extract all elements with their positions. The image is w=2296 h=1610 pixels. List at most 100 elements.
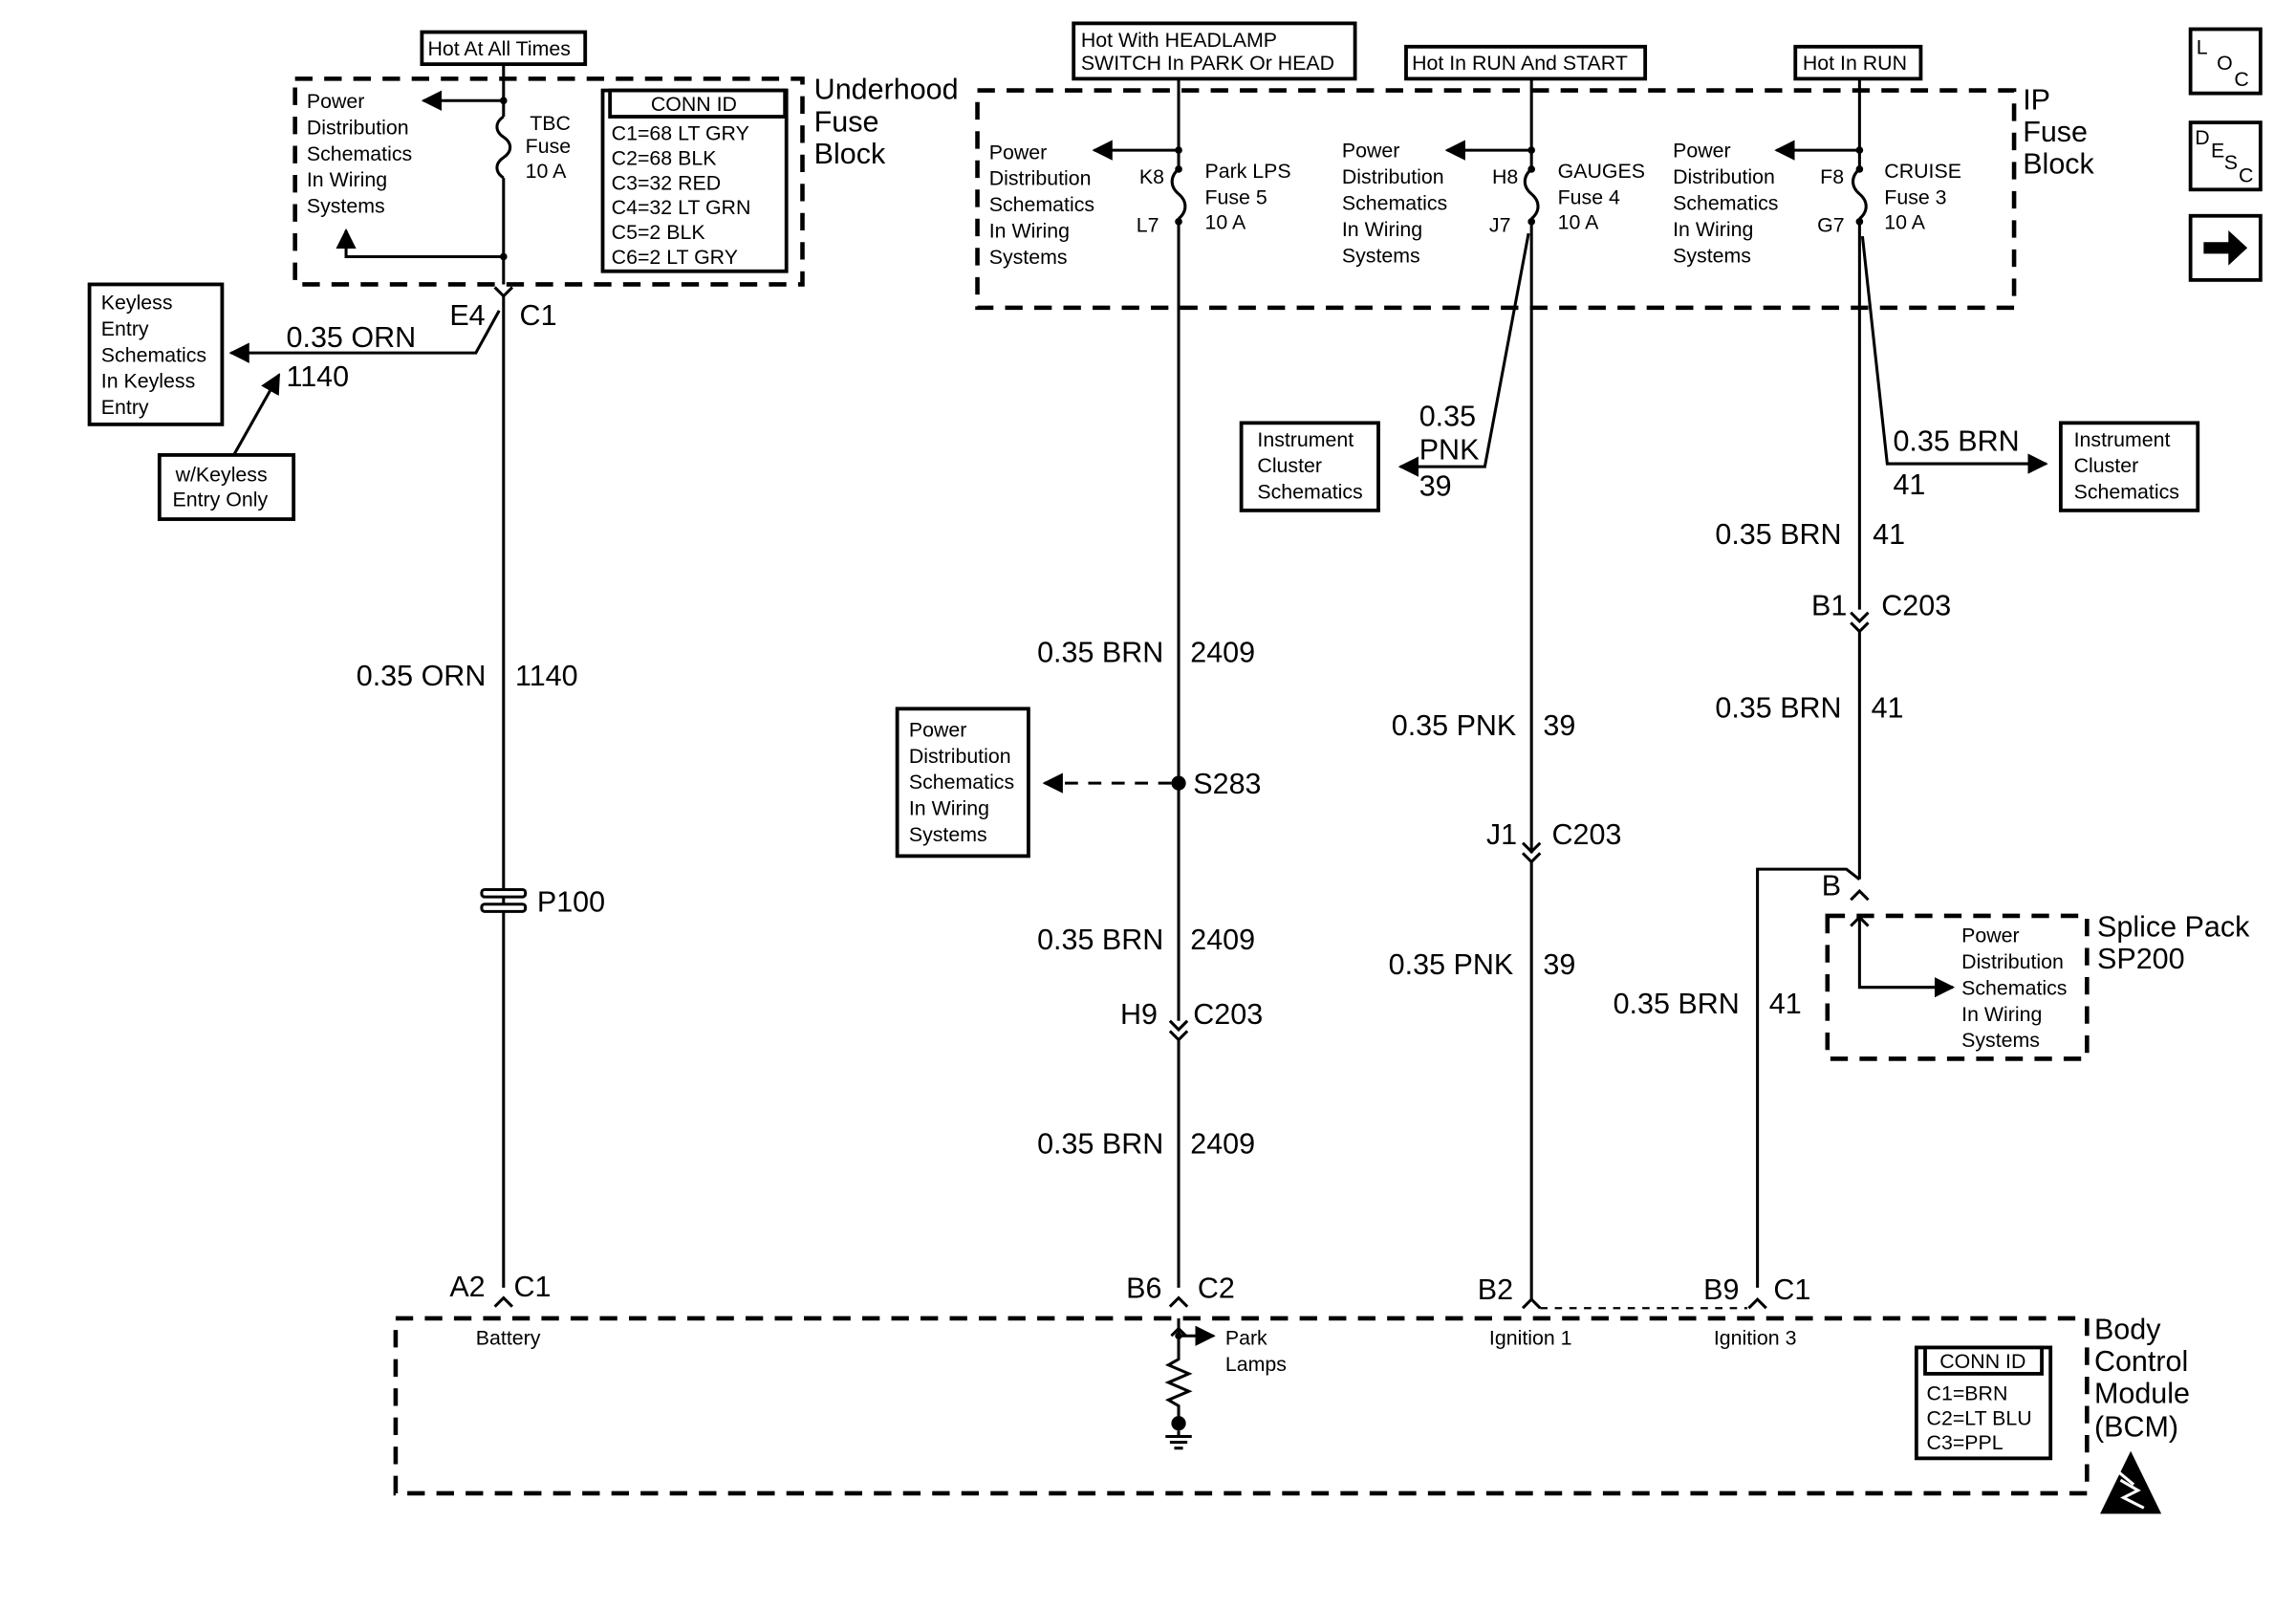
splice-pack-sp200-title: Splice Pack SP200 (2097, 910, 2250, 975)
pin-j1: J1 (1486, 818, 1517, 851)
wire-1140-color-top: 0.35 ORN (287, 321, 417, 354)
wire-1140-number-top: 1140 (287, 360, 350, 393)
ground-icon (1165, 1430, 1192, 1450)
svg-text:10 A: 10 A (1558, 210, 1599, 233)
ip-power-ref-park[interactable]: Power Distribution Schematics In Wiring … (989, 141, 1094, 269)
connector-b6-symbol (1168, 1295, 1189, 1308)
svg-text:SP200: SP200 (2097, 943, 2185, 975)
svg-text:Fuse: Fuse (526, 135, 571, 158)
svg-text:Schematics: Schematics (1673, 192, 1778, 215)
cluster-ref-box-cruise[interactable]: Instrument Cluster Schematics (2058, 421, 2200, 512)
wire-1140-keyless-branch (228, 310, 501, 363)
gauges-fuse-symbol (1523, 167, 1540, 220)
bcm-conn-id-table: CONN ID C1=BRN C2=LT BLU C3=PPL (1914, 1345, 2053, 1461)
splice-pack-sp200-outline (1825, 913, 2090, 1061)
svg-text:Power: Power (909, 718, 967, 741)
wire-2409-color-3: 0.35 BRN (1037, 1128, 1163, 1161)
ip-fuse-block-outline (975, 88, 2017, 311)
svg-text:Power: Power (1673, 140, 1731, 163)
svg-text:C2=68 BLK: C2=68 BLK (612, 146, 717, 169)
svg-text:GAUGES: GAUGES (1558, 160, 1645, 183)
connector-b1-c203-symbol (1850, 611, 1870, 634)
svg-text:C: C (2239, 164, 2253, 187)
svg-text:In Wiring: In Wiring (1961, 1003, 2042, 1026)
svg-text:Instrument: Instrument (1257, 428, 1354, 451)
svg-text:Schematics: Schematics (1961, 976, 2067, 999)
svg-text:Entry: Entry (101, 396, 149, 419)
wire-41-color-3: 0.35 BRN (1614, 988, 1740, 1020)
underhood-power-ref[interactable]: Power Distribution Schematics In Wiring … (307, 90, 412, 218)
underhood-conn-id-table: CONN ID C1=68 LT GRY C2=68 BLK C3=32 RED… (600, 88, 789, 273)
sp200-power-ref[interactable]: Power Distribution Schematics In Wiring … (1961, 924, 2067, 1052)
svg-text:Fuse: Fuse (2023, 116, 2088, 148)
connector-c1: C1 (520, 299, 557, 332)
connector-c1-cruise: C1 (1773, 1273, 1810, 1306)
svg-text:Lamps: Lamps (1225, 1353, 1287, 1376)
hot-with-headlamp-label: Hot With HEADLAMP SWITCH In PARK Or HEAD (1072, 21, 1357, 81)
svg-text:w/Keyless: w/Keyless (175, 463, 268, 486)
ip-fuse-block-title: IP Fuse Block (2023, 83, 2094, 180)
wire-1140-color: 0.35 ORN (357, 660, 487, 692)
svg-text:Schematics: Schematics (909, 771, 1014, 794)
wire-39-branch-label: 0.35 PNK 39 (1419, 400, 1480, 502)
svg-text:D: D (2195, 126, 2209, 149)
pin-h9: H9 (1120, 998, 1158, 1031)
splice-s283-dot (1171, 775, 1186, 791)
ip-power-ref-cruise[interactable]: Power Distribution Schematics In Wiring … (1673, 140, 1778, 268)
svg-text:Distribution: Distribution (307, 116, 409, 139)
svg-text:10 A: 10 A (526, 160, 567, 183)
gauges-fuse-label: GAUGES Fuse 4 10 A (1558, 160, 1645, 233)
svg-text:Underhood: Underhood (814, 74, 959, 106)
svg-text:C3=PPL: C3=PPL (1927, 1431, 2004, 1454)
svg-text:Fuse: Fuse (814, 105, 879, 138)
svg-text:Systems: Systems (1673, 245, 1751, 268)
pin-h8: H8 (1492, 165, 1518, 188)
svg-text:Power: Power (1342, 140, 1400, 163)
wire-41-cluster-branch (1860, 235, 2048, 474)
svg-text:Schematics: Schematics (307, 142, 412, 165)
svg-text:Distribution: Distribution (1673, 165, 1775, 188)
pin-k8: K8 (1139, 165, 1164, 188)
wire-41-number-2: 41 (1872, 691, 1904, 724)
next-page-arrow-icon[interactable] (2188, 213, 2263, 282)
loc-icon[interactable]: L O C (2188, 27, 2263, 96)
svg-text:C3=32 RED: C3=32 RED (612, 171, 721, 194)
svg-text:Module: Module (2094, 1377, 2190, 1409)
cluster-ref-box-gauges[interactable]: Instrument Cluster Schematics (1239, 421, 1380, 512)
wire-39-number-2: 39 (1543, 948, 1575, 981)
connector-c203-park: C203 (1193, 998, 1263, 1031)
svg-text:Cluster: Cluster (1257, 454, 1322, 477)
svg-text:C2=LT BLU: C2=LT BLU (1927, 1406, 2032, 1429)
s283-power-ref-box[interactable]: Power Distribution Schematics In Wiring … (895, 707, 1030, 859)
svg-text:10 A: 10 A (1884, 210, 1925, 233)
pin-e4: E4 (449, 299, 485, 332)
pin-g7: G7 (1817, 214, 1844, 237)
wire-39-color-1: 0.35 PNK (1392, 709, 1517, 742)
svg-text:Block: Block (2023, 148, 2094, 181)
wire-2409-color-1: 0.35 BRN (1037, 637, 1163, 669)
svg-text:Park: Park (1225, 1326, 1267, 1349)
cruise-fuse-label: CRUISE Fuse 3 10 A (1884, 160, 1961, 233)
wire-39-cluster-branch (1397, 232, 1530, 477)
svg-text:0.35: 0.35 (1419, 400, 1476, 432)
svg-text:Hot In RUN: Hot In RUN (1803, 52, 1907, 75)
pin-b1: B1 (1811, 590, 1847, 622)
connector-c2: C2 (1198, 1273, 1235, 1305)
wire-2409-number-3: 2409 (1190, 1128, 1255, 1161)
svg-text:In Wiring: In Wiring (1342, 218, 1422, 241)
svg-text:Entry: Entry (101, 317, 149, 340)
connector-c203-gauges: C203 (1552, 818, 1622, 851)
svg-text:Fuse 5: Fuse 5 (1204, 186, 1267, 209)
ip-power-ref-gauges[interactable]: Power Distribution Schematics In Wiring … (1342, 140, 1447, 268)
svg-text:Hot With HEADLAMP: Hot With HEADLAMP (1081, 29, 1277, 52)
connector-a2-symbol (493, 1295, 514, 1308)
p100-label: P100 (537, 885, 605, 918)
bcm-title: Body Control Module (BCM) (2094, 1313, 2190, 1443)
desc-icon[interactable]: D E S C (2188, 120, 2263, 192)
keyless-entry-ref-box[interactable]: Keyless Entry Schematics In Keyless Entr… (87, 282, 225, 426)
svg-text:IP: IP (2023, 83, 2050, 116)
svg-text:O: O (2217, 52, 2233, 75)
svg-text:C1=BRN: C1=BRN (1927, 1382, 2008, 1404)
svg-text:Systems: Systems (1342, 245, 1420, 268)
